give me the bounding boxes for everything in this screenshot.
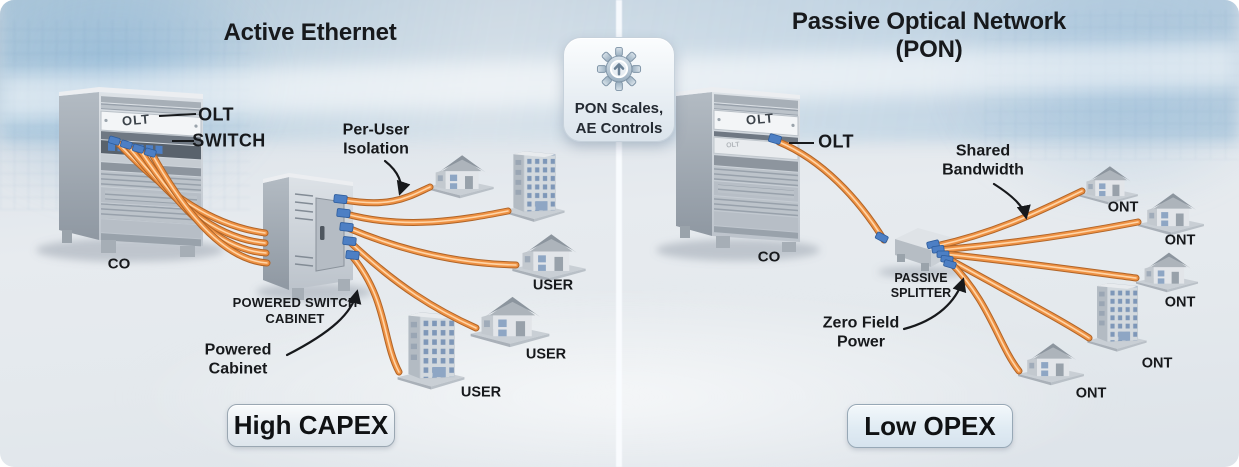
shared-bandwidth-arrow xyxy=(992,182,1031,220)
olt-shelf xyxy=(713,109,799,137)
right-co-rack xyxy=(676,87,800,252)
right-olt-callout-label: OLT xyxy=(818,131,854,152)
olt-shelf xyxy=(100,110,202,137)
user-label: USER xyxy=(525,346,567,363)
annotation-arrows xyxy=(285,159,1031,357)
left-olt-callout-label: OLT xyxy=(198,104,234,125)
powered-switch-cabinet-caption: POWERED SWITCH CABINET xyxy=(232,294,358,326)
ont-building-1 xyxy=(1087,283,1147,352)
low-opex-badge: Low OPEX xyxy=(847,404,1013,448)
left-panel-title: Active Ethernet xyxy=(223,19,397,47)
user-building-2 xyxy=(397,312,465,390)
left-co-label: CO xyxy=(107,255,131,273)
high-capex-badge: High CAPEX xyxy=(227,404,395,447)
powered-switch-cabinet xyxy=(263,173,353,300)
powered-cabinet-arrow xyxy=(285,289,362,357)
ont-label: ONT xyxy=(1164,294,1196,311)
ont-label: ONT xyxy=(1107,199,1139,216)
user-label: USER xyxy=(460,384,502,401)
powered-cabinet-note: Powered Cabinet xyxy=(204,341,272,377)
user-house-3 xyxy=(470,296,550,348)
ont-label: ONT xyxy=(1075,385,1107,402)
passive-splitter-caption: PASSIVE SPLITTER xyxy=(890,270,952,300)
right-panel-title: Passive Optical Network (PON) xyxy=(791,8,1067,63)
zero-field-power-arrow xyxy=(902,277,967,331)
ont-house-4 xyxy=(1018,343,1084,386)
right-co-label: CO xyxy=(757,248,781,266)
shared-bandwidth-note: Shared Bandwidth xyxy=(942,142,1024,178)
zero-field-power-note: Zero Field Power xyxy=(822,314,900,350)
user-house-2 xyxy=(512,234,586,282)
ont-house-2 xyxy=(1138,193,1204,236)
fiber-connectors xyxy=(108,133,957,270)
gear-up-arrow-icon xyxy=(596,46,642,97)
right-rack-olt-card-label: OLT xyxy=(725,141,740,150)
center-badge-caption: PON Scales, AE Controls xyxy=(574,100,664,137)
panel-divider xyxy=(616,0,622,467)
per-user-isolation-arrow xyxy=(383,159,411,196)
right-rack-olt-unit-label: OLT xyxy=(745,110,775,128)
left-rack-olt-unit-label: OLT xyxy=(121,111,151,129)
user-label: USER xyxy=(532,277,574,294)
left-switch-callout-label: SWITCH xyxy=(192,130,266,151)
per-user-isolation-note: Per-User Isolation xyxy=(342,121,410,157)
ground-shadows xyxy=(36,238,966,301)
center-note-badge: PON Scales, AE Controls xyxy=(563,37,675,142)
ont-label: ONT xyxy=(1141,355,1173,372)
ont-label: ONT xyxy=(1164,232,1196,249)
user-building-1 xyxy=(503,151,565,223)
ont-house-3 xyxy=(1135,252,1199,293)
user-house-1 xyxy=(426,155,494,199)
callout-lines xyxy=(158,113,814,144)
